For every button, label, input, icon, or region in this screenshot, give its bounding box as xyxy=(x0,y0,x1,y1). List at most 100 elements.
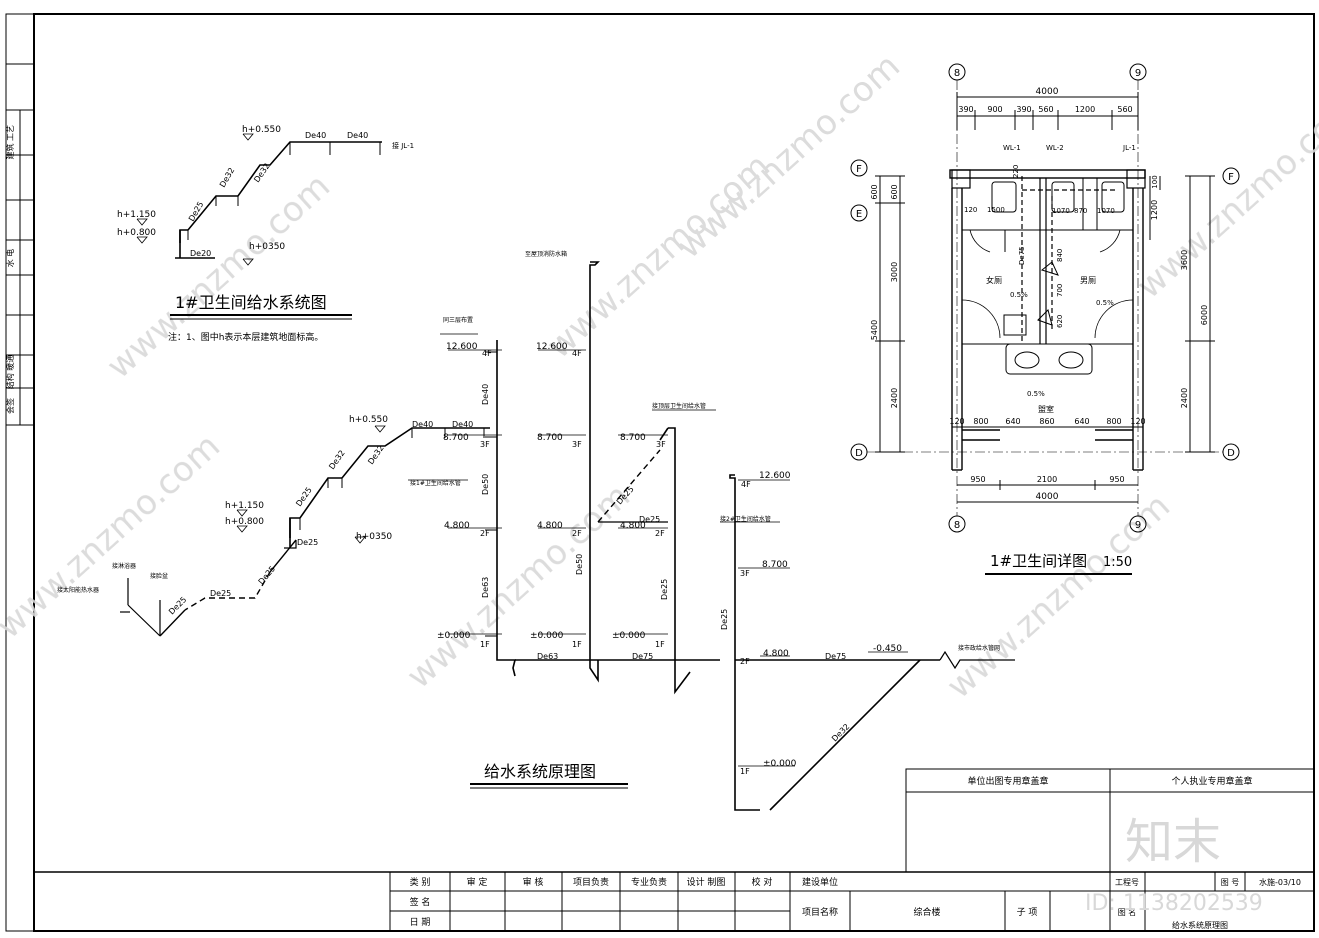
tb-sub-label: 子 项 xyxy=(1017,907,1038,918)
dim-390a: 390 xyxy=(958,105,973,114)
t-1070a: 1070 xyxy=(1052,207,1070,215)
riser-main-label: 接市政给水管网 xyxy=(958,644,1000,652)
dim-c950b: 950 xyxy=(1109,475,1124,484)
side-strip-labels: 建筑 工艺 水 电 结构 暖通 会签 xyxy=(5,125,15,414)
tb-r1-4: 专业负责 xyxy=(631,876,667,888)
iso-b-pipe-d: De32 xyxy=(327,449,347,472)
r-f4-c: 4F xyxy=(741,480,751,489)
iso-b-pipe-a: De40 xyxy=(412,420,433,429)
t-de75: De75 xyxy=(1018,246,1026,265)
sys-iso-title: 1#卫生间给水系统图 注：1、图中h表示本层建筑地面标高。 xyxy=(168,293,352,343)
tb-proj-label: 项目名称 xyxy=(802,906,838,918)
r-e12600-a: 12.600 xyxy=(446,342,478,352)
tb-r2-0: 签 名 xyxy=(410,896,431,908)
r-f4-b: 4F xyxy=(572,349,582,358)
axis-F-left: F xyxy=(856,164,862,175)
tb-r1-2: 审 核 xyxy=(523,876,544,888)
dim-b120a: 120 xyxy=(949,417,964,426)
principle-title: 给水系统原理图 xyxy=(470,762,628,789)
r-e0-b: ±0.000 xyxy=(530,631,564,641)
iso-s-elev-1150: h+1.150 xyxy=(117,210,156,220)
iso-s-riser-tag: 接 JL-1 xyxy=(392,141,414,150)
riser-1f-label: 接1#卫生间给水管 xyxy=(410,479,461,487)
r-f1-a: 1F xyxy=(480,640,490,649)
iso-s-pipe-b: De40 xyxy=(347,131,368,140)
r-eneg: -0.450 xyxy=(873,644,902,654)
t-220: 220 xyxy=(1012,165,1020,178)
title-block xyxy=(34,768,1315,931)
iso-s-pipe-d: De32 xyxy=(218,166,236,189)
tb-dwgno: 水施-03/10 xyxy=(1259,877,1301,887)
r-f2-d: 2F xyxy=(740,657,750,666)
axis-9-bottom: 9 xyxy=(1135,520,1141,531)
iso-b-label-b: 接太阳能热水器 xyxy=(57,586,99,594)
r-f2-b: 2F xyxy=(572,529,582,538)
brand-id: ID: 1138202539 xyxy=(1085,891,1263,916)
dim-3000: 3000 xyxy=(890,262,899,282)
iso-b-pipe-b: De40 xyxy=(452,420,473,429)
axis-F-right: F xyxy=(1228,172,1234,183)
dim-3600: 3600 xyxy=(1180,250,1189,270)
r-e8700-b: 8.700 xyxy=(537,433,563,443)
iso-s-elev-top: h+0.550 xyxy=(242,125,281,135)
dim-b120b: 120 xyxy=(1130,417,1145,426)
riser-labels: 至屋顶消防水箱 同三层布置 接1#卫生间给水管 接顶层卫生间给水管 接2#卫生间… xyxy=(410,250,1000,776)
t-620: 620 xyxy=(1056,315,1064,328)
r-de25-b: De25 xyxy=(720,609,729,630)
r-de25-d: De25 xyxy=(639,515,660,524)
dim-600b: 600 xyxy=(890,184,899,199)
iso-small xyxy=(136,133,382,266)
dim-1200: 1200 xyxy=(1075,105,1095,114)
t-870: 870 xyxy=(1074,207,1087,215)
r-f2-c: 2F xyxy=(655,529,665,538)
tb-r1-5: 设计 制图 xyxy=(687,876,726,888)
axis-D-left: D xyxy=(855,448,863,459)
room-women: 女厕 xyxy=(986,275,1002,285)
r-e12600-c: 12.600 xyxy=(759,471,791,481)
t-840: 840 xyxy=(1056,249,1064,262)
tag-wl1: WL-1 xyxy=(1003,144,1021,152)
iso-b-pipe-e: De25 xyxy=(294,486,314,509)
r-f1-d: 1F xyxy=(740,767,750,776)
brand-watermark: 知末 ID: 1138202539 xyxy=(1085,814,1263,916)
iso-b-pipe-f: De25 xyxy=(297,538,318,547)
tb-proj-value: 综合楼 xyxy=(913,906,940,918)
watermark-layer: www.znzmo.com www.znzmo.com www.znzmo.co… xyxy=(0,46,1319,707)
iso-b-elev-1150: h+1.150 xyxy=(225,501,264,511)
slope-b: 0.5% xyxy=(1096,299,1114,307)
t-1070b: 1070 xyxy=(1097,207,1115,215)
detail-scale: 1:50 xyxy=(1103,555,1132,570)
stamp-personal: 个人执业专用章盖章 xyxy=(1171,775,1252,787)
r-e0-a: ±0.000 xyxy=(437,631,471,641)
iso-b-pipe-g: De25 xyxy=(257,564,278,586)
iso-s-elev-0800: h+0.800 xyxy=(117,228,156,238)
strip-struct: 结构 暖通 xyxy=(5,355,15,390)
r-f3-d: 3F xyxy=(740,569,750,578)
plan-lines xyxy=(850,63,1240,533)
dim-top-total: 4000 xyxy=(1036,87,1059,97)
riser-2-label: 接2#卫生间给水管 xyxy=(720,515,771,523)
watermark-4: www.znzmo.com xyxy=(939,486,1178,707)
iso-big xyxy=(120,425,490,637)
iso-b-label-c: 接脸盆 xyxy=(150,572,168,580)
t-120: 120 xyxy=(964,206,977,214)
riser-3f-label: 同三层布置 xyxy=(443,316,473,324)
strip-sign: 会签 xyxy=(5,398,15,414)
tag-jl1: JL-1 xyxy=(1122,144,1136,152)
tb-r1-1: 审 定 xyxy=(467,876,488,888)
tb-dwgname-label: 图 名 xyxy=(1118,907,1137,917)
watermark-1: www.znzmo.com xyxy=(99,166,338,387)
r-e8700-d: 8.700 xyxy=(762,560,788,570)
tb-dwgname: 给水系统原理图 xyxy=(1172,920,1228,930)
dim-560a: 560 xyxy=(1038,105,1053,114)
tb-r1-6: 校 对 xyxy=(752,876,773,888)
iso-s-elev-0350: h+0350 xyxy=(249,242,285,252)
r-f2-a: 2F xyxy=(480,529,490,538)
iso-s-pipe-a: De40 xyxy=(305,131,326,140)
dim-b640a: 640 xyxy=(1005,417,1020,426)
r-e0-d: ±0.000 xyxy=(763,759,797,769)
tb-r1-0: 类 别 xyxy=(410,876,431,888)
r-de25-a: De25 xyxy=(660,579,669,600)
dim-600a: 600 xyxy=(870,184,879,199)
r-f3-a: 3F xyxy=(480,440,490,449)
